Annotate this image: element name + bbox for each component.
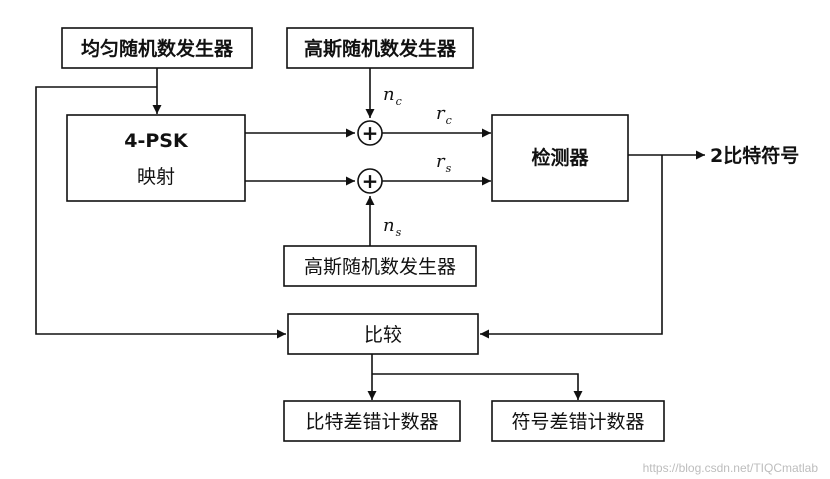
wire-uniform-to-compare <box>35 86 286 339</box>
psk-mapping-block: 4-PSK 映射 <box>66 114 246 202</box>
summer-bottom-symbol: + <box>362 169 379 193</box>
symbol-error-counter-block: 符号差错计数器 <box>491 400 665 442</box>
gauss-rng-bottom-block: 高斯随机数发生器 <box>283 245 477 287</box>
svg-text:nc: nc <box>383 84 402 108</box>
watermark: https://blog.csdn.net/TIQCmatlab <box>643 461 819 475</box>
summer-bottom: + <box>357 168 383 194</box>
wire-compare-to-symbol-counter <box>372 373 583 400</box>
svg-text:rc: rc <box>436 103 452 127</box>
psk-title-label: 4-PSK <box>124 130 189 152</box>
bit-error-counter-label: 比特差错计数器 <box>305 411 438 433</box>
compare-label: 比较 <box>364 324 402 346</box>
gauss-rng-top-block: 高斯随机数发生器 <box>286 27 474 69</box>
connections <box>35 68 705 400</box>
symbol-error-counter-label: 符号差错计数器 <box>511 411 644 433</box>
signal-label-nc: nc <box>383 84 402 108</box>
signal-label-rs: rs <box>436 151 452 175</box>
bit-error-counter-block: 比特差错计数器 <box>283 400 461 442</box>
signal-label-rc: rc <box>436 103 452 127</box>
svg-text:rs: rs <box>436 151 452 175</box>
wire-detector-to-compare <box>480 155 663 339</box>
detector-label: 检测器 <box>531 146 589 169</box>
svg-text:ns: ns <box>383 215 402 239</box>
summer-top-symbol: + <box>362 121 379 145</box>
uniform-rng-block: 均匀随机数发生器 <box>61 27 253 69</box>
output-label: 2比特符号 <box>710 144 799 167</box>
psk-sub-label: 映射 <box>137 166 175 188</box>
uniform-rng-label: 均匀随机数发生器 <box>81 37 234 60</box>
summer-top: + <box>357 120 383 146</box>
gauss-rng-bottom-label: 高斯随机数发生器 <box>304 256 456 278</box>
detector-block: 检测器 <box>491 114 629 202</box>
signal-label-ns: ns <box>383 215 402 239</box>
compare-block: 比较 <box>287 313 479 355</box>
gauss-rng-top-label: 高斯随机数发生器 <box>304 37 457 60</box>
